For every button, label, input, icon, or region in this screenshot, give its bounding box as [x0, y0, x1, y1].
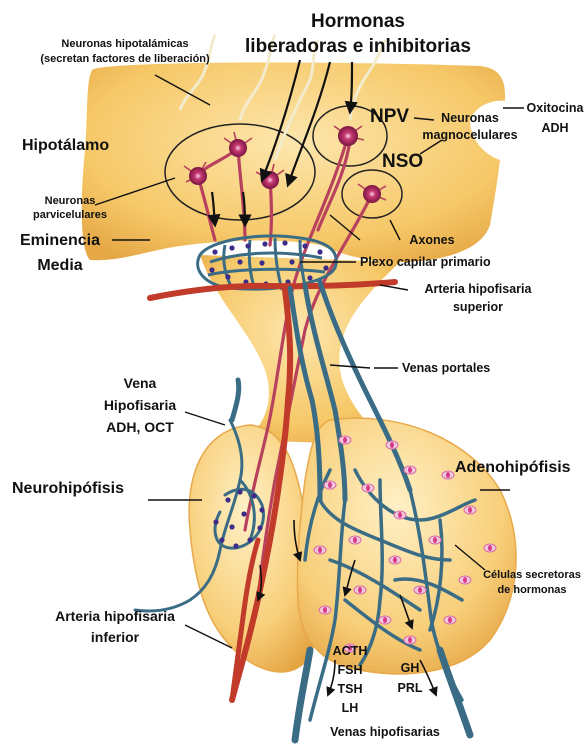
label-arteria-sup-1: Arteria hipofisaria: [425, 282, 533, 296]
label-venas-hipofisarias: Venas hipofisarias: [330, 725, 440, 739]
label-vena-hipo-1: Vena: [124, 375, 157, 391]
posterior-vein-exit: [232, 380, 239, 420]
label-venas-portales: Venas portales: [402, 361, 490, 375]
neuron-nso: [363, 185, 381, 203]
label-neuronas-magno-2: magnocelulares: [422, 128, 517, 142]
neuron-npv: [338, 126, 358, 146]
label-oxitocina: Oxitocina: [527, 101, 585, 115]
neuron-parvi-1: [189, 167, 207, 185]
label-arteria-inf-1: Arteria hipofisaria: [55, 608, 175, 624]
label-npv: NPV: [370, 106, 409, 127]
label-celulas-2: de hormonas: [497, 584, 566, 596]
label-gh: GH: [401, 661, 420, 675]
label-neuronas-magno-1: Neuronas: [441, 111, 499, 125]
label-lh: LH: [342, 701, 359, 715]
label-arteria-inf-2: inferior: [91, 629, 140, 645]
label-plexo: Plexo capilar primario: [360, 255, 491, 269]
label-tsh: TSH: [338, 682, 363, 696]
label-fsh: FSH: [338, 663, 363, 677]
label-neurohipofisis: Neurohipófisis: [12, 480, 124, 497]
label-adenohipofisis: Adenohipófisis: [455, 459, 571, 476]
label-axones: Axones: [409, 233, 454, 247]
label-vena-hipo-3: ADH, OCT: [106, 419, 174, 435]
label-neuronas-parvi-2: parvicelulares: [33, 209, 107, 221]
label-neuronas-hipot-1: Neuronas hipotalámicas: [61, 38, 188, 50]
label-neuronas-hipot-2: (secretan factores de liberación): [40, 53, 210, 65]
label-hipotalamo: Hipotálamo: [22, 137, 109, 154]
label-media: Media: [37, 257, 82, 274]
neuron-parvi-2: [229, 139, 247, 157]
label-acth: ACTH: [333, 644, 368, 658]
label-nso: NSO: [382, 151, 423, 172]
label-celulas-1: Células secretoras: [483, 569, 581, 581]
label-arteria-sup-2: superior: [453, 300, 503, 314]
label-adh: ADH: [541, 121, 568, 135]
label-neuronas-parvi-1: Neuronas: [45, 195, 96, 207]
label-hormonas-1: Hormonas: [311, 11, 405, 32]
label-vena-hipo-2: Hipofisaria: [104, 397, 177, 413]
label-hormonas-2: liberadoras e inhibitorias: [245, 36, 471, 57]
label-prl: PRL: [398, 681, 423, 695]
label-eminencia: Eminencia: [20, 232, 100, 249]
